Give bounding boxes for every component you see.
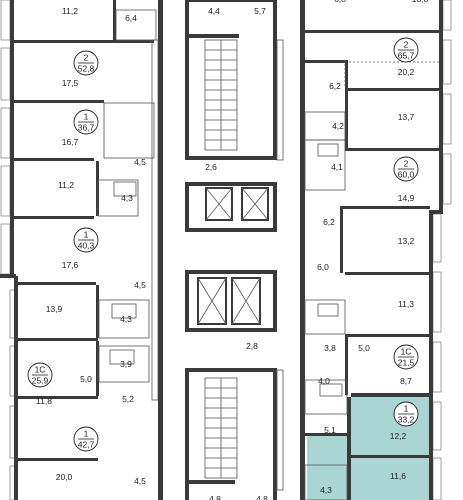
apartment-marker-apt-left-3[interactable]: 140,3: [73, 227, 99, 253]
apartment-marker-apt-right-2[interactable]: 260,0: [393, 156, 419, 182]
room-area-label: 17,6: [62, 260, 79, 270]
apartment-rooms-count: 2: [404, 40, 409, 50]
apartment-total-area: 65,7: [398, 51, 415, 61]
room-area-label: 4,5: [134, 476, 146, 486]
room-area-label: 4,1: [331, 162, 343, 172]
room-area-label: 13,7: [398, 112, 415, 122]
apartment-marker-apt-right-1[interactable]: 265,7: [393, 37, 419, 63]
apartment-rooms-count: 1С: [35, 365, 46, 375]
interior-details: [97, 9, 439, 500]
room-area-label: 4,5: [134, 157, 146, 167]
room-area-label: 5,7: [254, 6, 266, 16]
room-area-label: 5,0: [358, 343, 370, 353]
room-area-labels: 11,26,44,45,76,818,817,520,26,213,74,216…: [36, 0, 429, 500]
room-area-label: 4,8: [256, 494, 268, 500]
room-area-label: 12,2: [390, 431, 407, 441]
room-area-label: 5,1: [324, 425, 336, 435]
apartment-rooms-count: 2: [404, 159, 409, 169]
apartment-rooms-count: 1С: [401, 347, 412, 357]
apartment-markers: 252,8136,7140,31С25,9142,7265,7260,01С21…: [27, 37, 419, 452]
apartment-rooms-count: 1: [404, 404, 409, 414]
room-area-label: 20,0: [56, 472, 73, 482]
room-area-label: 11,2: [62, 6, 78, 16]
room-area-label: 4,3: [120, 314, 132, 324]
room-area-label: 6,4: [125, 13, 137, 23]
apartment-marker-apt-left-5[interactable]: 142,7: [73, 426, 99, 452]
room-area-label: 3,8: [324, 343, 336, 353]
room-area-label: 6,0: [317, 262, 329, 272]
apartment-total-area: 40,3: [78, 241, 95, 251]
room-area-label: 6,8: [334, 0, 346, 4]
apartment-marker-apt-right-4[interactable]: 133,2: [393, 401, 419, 427]
room-area-label: 4,8: [209, 494, 221, 500]
room-area-label: 4,3: [121, 193, 133, 203]
room-area-label: 14,9: [398, 193, 415, 203]
apartment-total-area: 42,7: [78, 440, 95, 450]
room-area-label: 2,8: [246, 341, 258, 351]
room-area-label: 4,5: [134, 280, 146, 290]
staircase-upper: [204, 39, 238, 151]
room-area-label: 8,7: [400, 376, 412, 386]
apartment-marker-apt-left-2[interactable]: 136,7: [73, 109, 99, 135]
apartment-rooms-count: 2: [84, 53, 89, 63]
room-area-label: 11,3: [398, 299, 414, 309]
room-area-label: 6,2: [329, 81, 341, 91]
apartment-total-area: 21,5: [398, 358, 415, 368]
apartment-total-area: 33,2: [398, 415, 415, 425]
room-area-label: 13,9: [46, 304, 63, 314]
room-area-label: 11,6: [390, 471, 406, 481]
room-area-label: 4,3: [320, 485, 332, 495]
room-area-label: 17,5: [62, 78, 79, 88]
room-area-label: 11,8: [36, 396, 52, 406]
room-area-label: 4,0: [318, 376, 330, 386]
room-area-label: 4,2: [332, 121, 344, 131]
room-area-label: 4,4: [208, 6, 220, 16]
walls: [0, 0, 443, 500]
room-area-label: 18,8: [412, 0, 429, 4]
apartment-rooms-count: 1: [84, 112, 89, 122]
apartment-rooms-count: 1: [84, 429, 89, 439]
room-area-label: 11,2: [58, 180, 74, 190]
apartment-total-area: 25,9: [32, 376, 49, 386]
room-area-label: 16,7: [62, 137, 79, 147]
room-area-label: 6,2: [323, 217, 335, 227]
room-area-label: 20,2: [398, 67, 415, 77]
room-area-label: 5,0: [80, 374, 92, 384]
apartment-marker-apt-left-1[interactable]: 252,8: [73, 50, 99, 76]
staircase-lower: [204, 377, 238, 479]
elevator-shafts: [197, 187, 269, 325]
apartment-total-area: 36,7: [78, 123, 95, 133]
room-area-label: 13,2: [398, 236, 415, 246]
room-area-label: 3,9: [120, 359, 132, 369]
apartment-total-area: 60,0: [398, 170, 415, 180]
apartment-total-area: 52,8: [78, 64, 95, 74]
room-area-label: 5,2: [122, 394, 134, 404]
apartment-rooms-count: 1: [84, 230, 89, 240]
room-area-label: 2,6: [205, 162, 217, 172]
